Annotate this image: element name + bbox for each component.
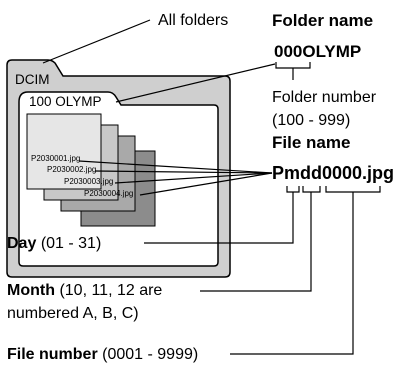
all-folders-pointer <box>42 19 151 64</box>
file-name-heading: File name <box>272 133 351 152</box>
folder-name-pointer <box>115 63 276 103</box>
month-leader <box>200 192 312 292</box>
file-number-legend: File number (0001 - 9999) <box>7 347 198 363</box>
file-number-bracket <box>325 186 381 193</box>
folder-number-range: (100 - 999) <box>272 112 351 129</box>
month-note-line2: numbered A, B, C) <box>7 305 139 322</box>
day-term: Day <box>7 235 37 252</box>
month-bracket <box>302 186 321 193</box>
folder-name-example: 000OLYMP <box>274 42 362 61</box>
day-leader <box>144 192 294 244</box>
file-label-3: P2030003.jpg <box>64 177 114 186</box>
file-name-pointer-1 <box>78 160 273 174</box>
file-label-4: P2030004.jpg <box>84 189 134 198</box>
folder-name-heading: Folder name <box>272 11 374 30</box>
month-term: Month <box>7 282 55 299</box>
file-label-2: P2030002.jpg <box>47 165 97 174</box>
file-name-pointer-3 <box>114 172 273 184</box>
month-legend: Month (10, 11, 12 are <box>7 283 162 299</box>
file-label-1: P2030001.jpg <box>31 154 81 163</box>
day-legend: Day (01 - 31) <box>7 236 101 252</box>
file-name-pointer-4 <box>139 172 273 196</box>
day-bracket <box>286 186 300 193</box>
file-number-range: (0001 - 9999) <box>102 346 199 363</box>
month-note-line1: (10, 11, 12 are <box>59 282 163 299</box>
file-name-example: Pmdd0000.jpg <box>272 163 395 183</box>
file-card-1 <box>26 113 102 190</box>
folder-number-bracket <box>275 62 311 69</box>
file-name-pointer-2 <box>94 170 273 174</box>
day-range: (01 - 31) <box>40 235 102 252</box>
file-number-leader <box>230 192 354 355</box>
olymp-folder-label: 100 OLYMP <box>29 94 102 109</box>
folder-number-label: Folder number <box>272 89 377 106</box>
dcim-folder-label: DCIM <box>15 72 50 87</box>
all-folders-label: All folders <box>158 12 229 29</box>
file-number-term: File number <box>7 346 98 363</box>
